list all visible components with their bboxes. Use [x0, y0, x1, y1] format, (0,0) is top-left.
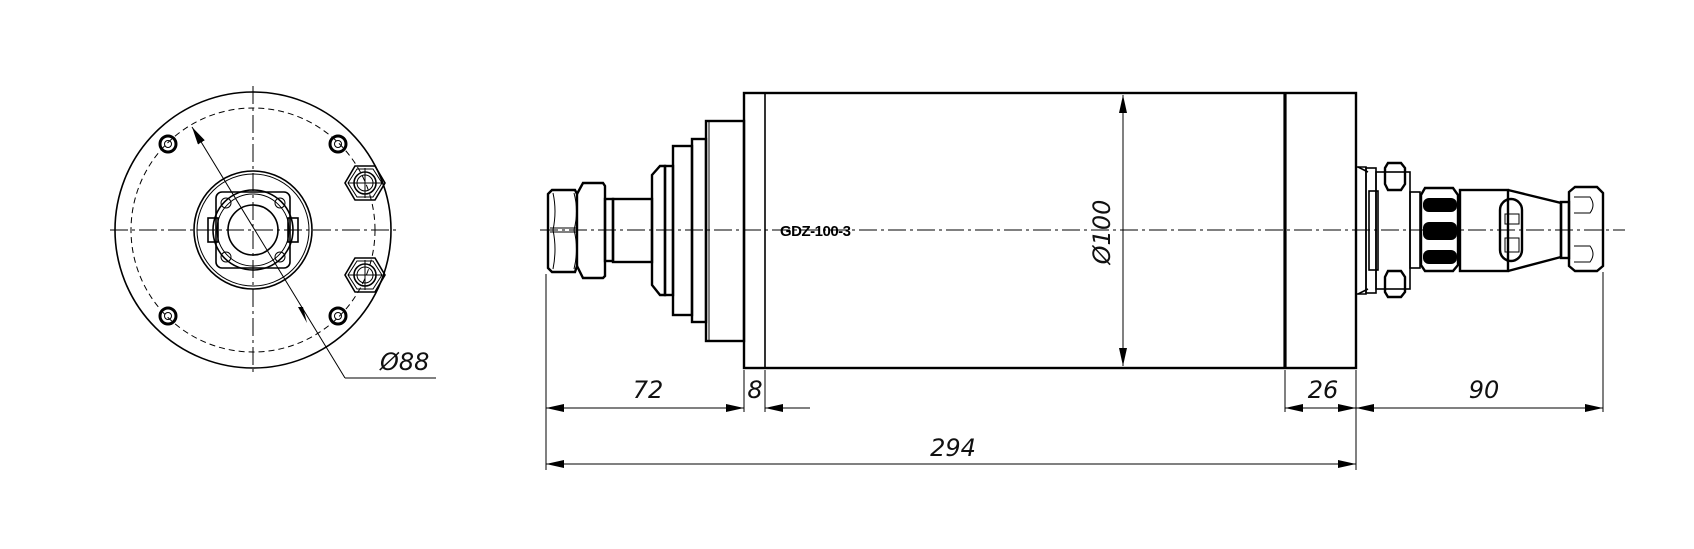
cable-gland-hex — [344, 165, 386, 201]
nose-length-label: 72 — [633, 376, 664, 404]
rear-connector-assembly — [1356, 161, 1605, 299]
hex-nut — [1383, 161, 1407, 299]
dimension-rear-cap: 26 — [1285, 376, 1356, 412]
spindle-hub — [193, 170, 313, 290]
dimension-flange-width: 8 — [747, 376, 810, 412]
side-view: GDZ-100-3 Ø100 — [540, 91, 1625, 470]
cable-gland-hex — [344, 257, 386, 293]
body-diameter-dimension: Ø100 — [1088, 95, 1127, 366]
mounting-bolt — [158, 134, 178, 154]
connector-length-label: 90 — [1469, 376, 1500, 404]
model-label: GDZ-100-3 — [780, 223, 851, 240]
dimension-nose-length: 72 — [546, 376, 744, 412]
mounting-bolt — [328, 134, 348, 154]
outer-housing-circle — [114, 91, 392, 369]
end-view: Ø88 — [110, 86, 436, 379]
dimension-overall-length: 294 — [546, 434, 1356, 468]
rear-cap-label: 26 — [1308, 376, 1339, 404]
collet-nut — [546, 188, 579, 274]
end-view-diameter-dimension: Ø88 — [191, 126, 436, 379]
mounting-bolt — [328, 306, 348, 326]
mounting-bolt — [158, 306, 178, 326]
dimension-connector-length: 90 — [1356, 376, 1603, 412]
flange-width-label: 8 — [747, 376, 762, 404]
end-view-diameter-label: Ø88 — [379, 348, 429, 376]
plug-end-nut — [1559, 185, 1605, 273]
overall-length-label: 294 — [930, 434, 976, 462]
coiled-cable-connector — [1419, 186, 1460, 273]
front-flange — [704, 119, 746, 343]
body-diameter-label: Ø100 — [1088, 200, 1116, 266]
bolt-circle — [130, 107, 376, 353]
spindle-body — [742, 91, 1358, 370]
